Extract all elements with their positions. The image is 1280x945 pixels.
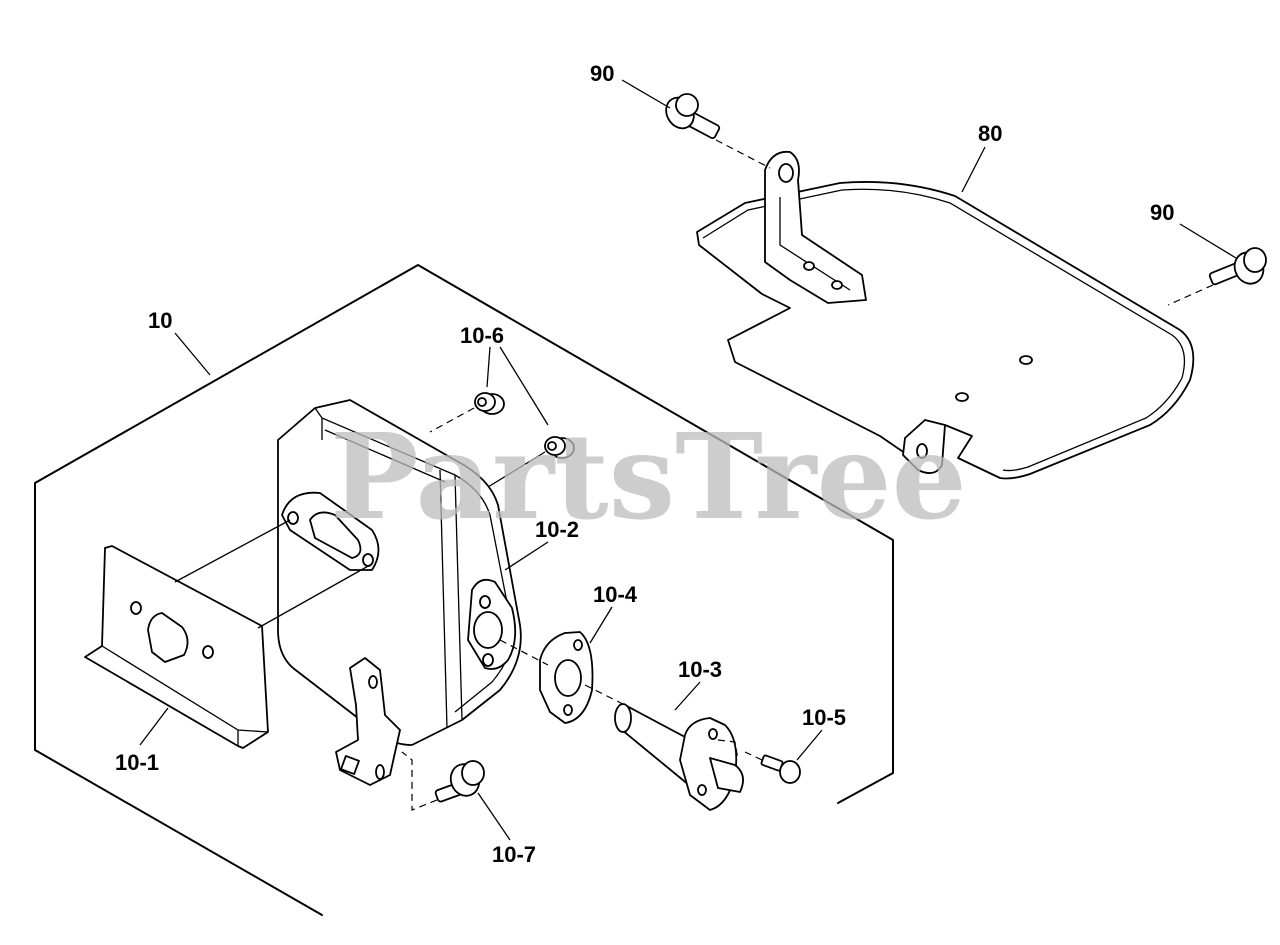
muffler-10-2 — [277, 399, 522, 786]
callout-10-5: 10-5 — [802, 705, 846, 730]
callout-10-2: 10-2 — [535, 517, 579, 542]
grommet-10-6-upper — [474, 392, 505, 415]
gasket-plate-10-1 — [84, 545, 269, 749]
leader-lines — [139, 79, 1237, 841]
bolt-90-top — [665, 93, 721, 140]
callout-90-top: 90 — [590, 61, 614, 86]
grommet-10-6-lower — [544, 436, 575, 459]
callout-10-3: 10-3 — [678, 657, 722, 682]
bolt-10-7 — [434, 760, 485, 803]
callout-10-7: 10-7 — [492, 842, 536, 867]
exhaust-pipe-10-3 — [614, 703, 744, 811]
callout-10-1: 10-1 — [115, 750, 159, 775]
heat-shield-80 — [696, 150, 1195, 480]
gasket-10-4 — [539, 631, 594, 724]
callout-80: 80 — [978, 121, 1002, 146]
assembly-10-boundary — [34, 264, 894, 916]
watermark: PartsTree — [330, 407, 967, 546]
callout-10: 10 — [148, 308, 172, 333]
screw-10-5 — [760, 754, 801, 784]
callout-10-4: 10-4 — [593, 582, 638, 607]
callout-10-6: 10-6 — [460, 323, 504, 348]
callout-90-right: 90 — [1150, 200, 1174, 225]
bolt-90-right — [1208, 247, 1267, 286]
